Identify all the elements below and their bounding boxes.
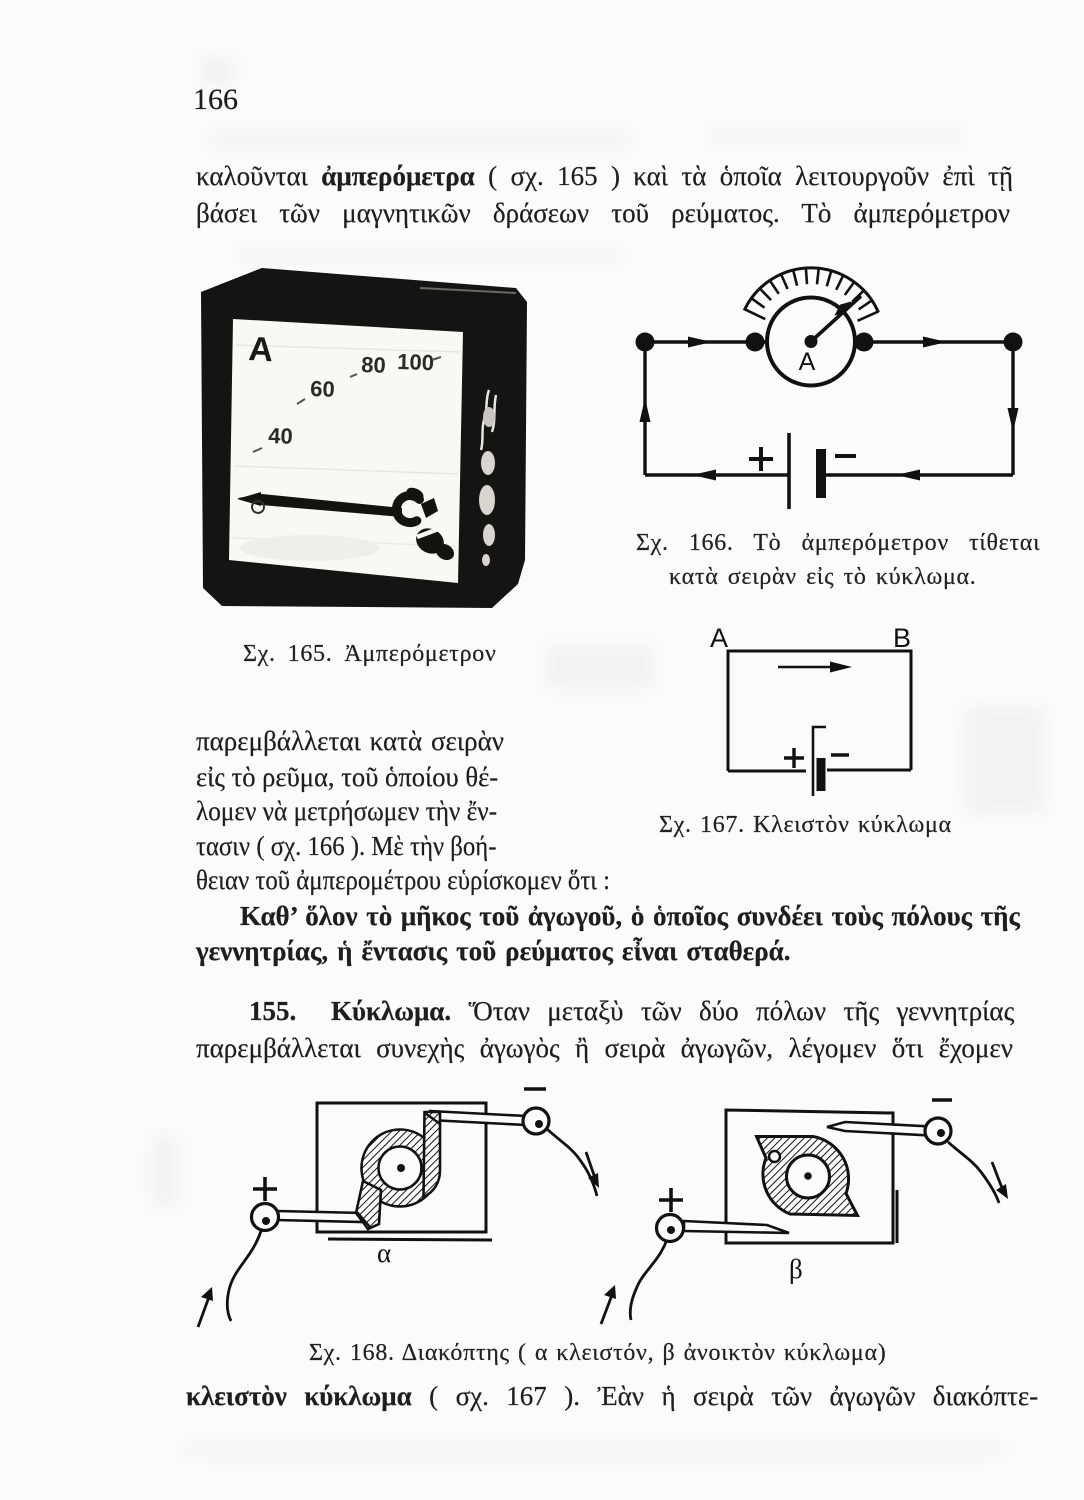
svg-text:40: 40 — [268, 423, 293, 449]
svg-text:β: β — [789, 1254, 803, 1284]
svg-text:A: A — [799, 348, 816, 376]
svg-text:B: B — [893, 623, 911, 653]
svg-text:A: A — [710, 623, 728, 653]
svg-text:A: A — [248, 330, 275, 369]
svg-text:60: 60 — [310, 376, 335, 402]
svg-text:80: 80 — [361, 352, 386, 378]
svg-text:100: 100 — [397, 349, 435, 375]
svg-text:α: α — [377, 1238, 391, 1268]
